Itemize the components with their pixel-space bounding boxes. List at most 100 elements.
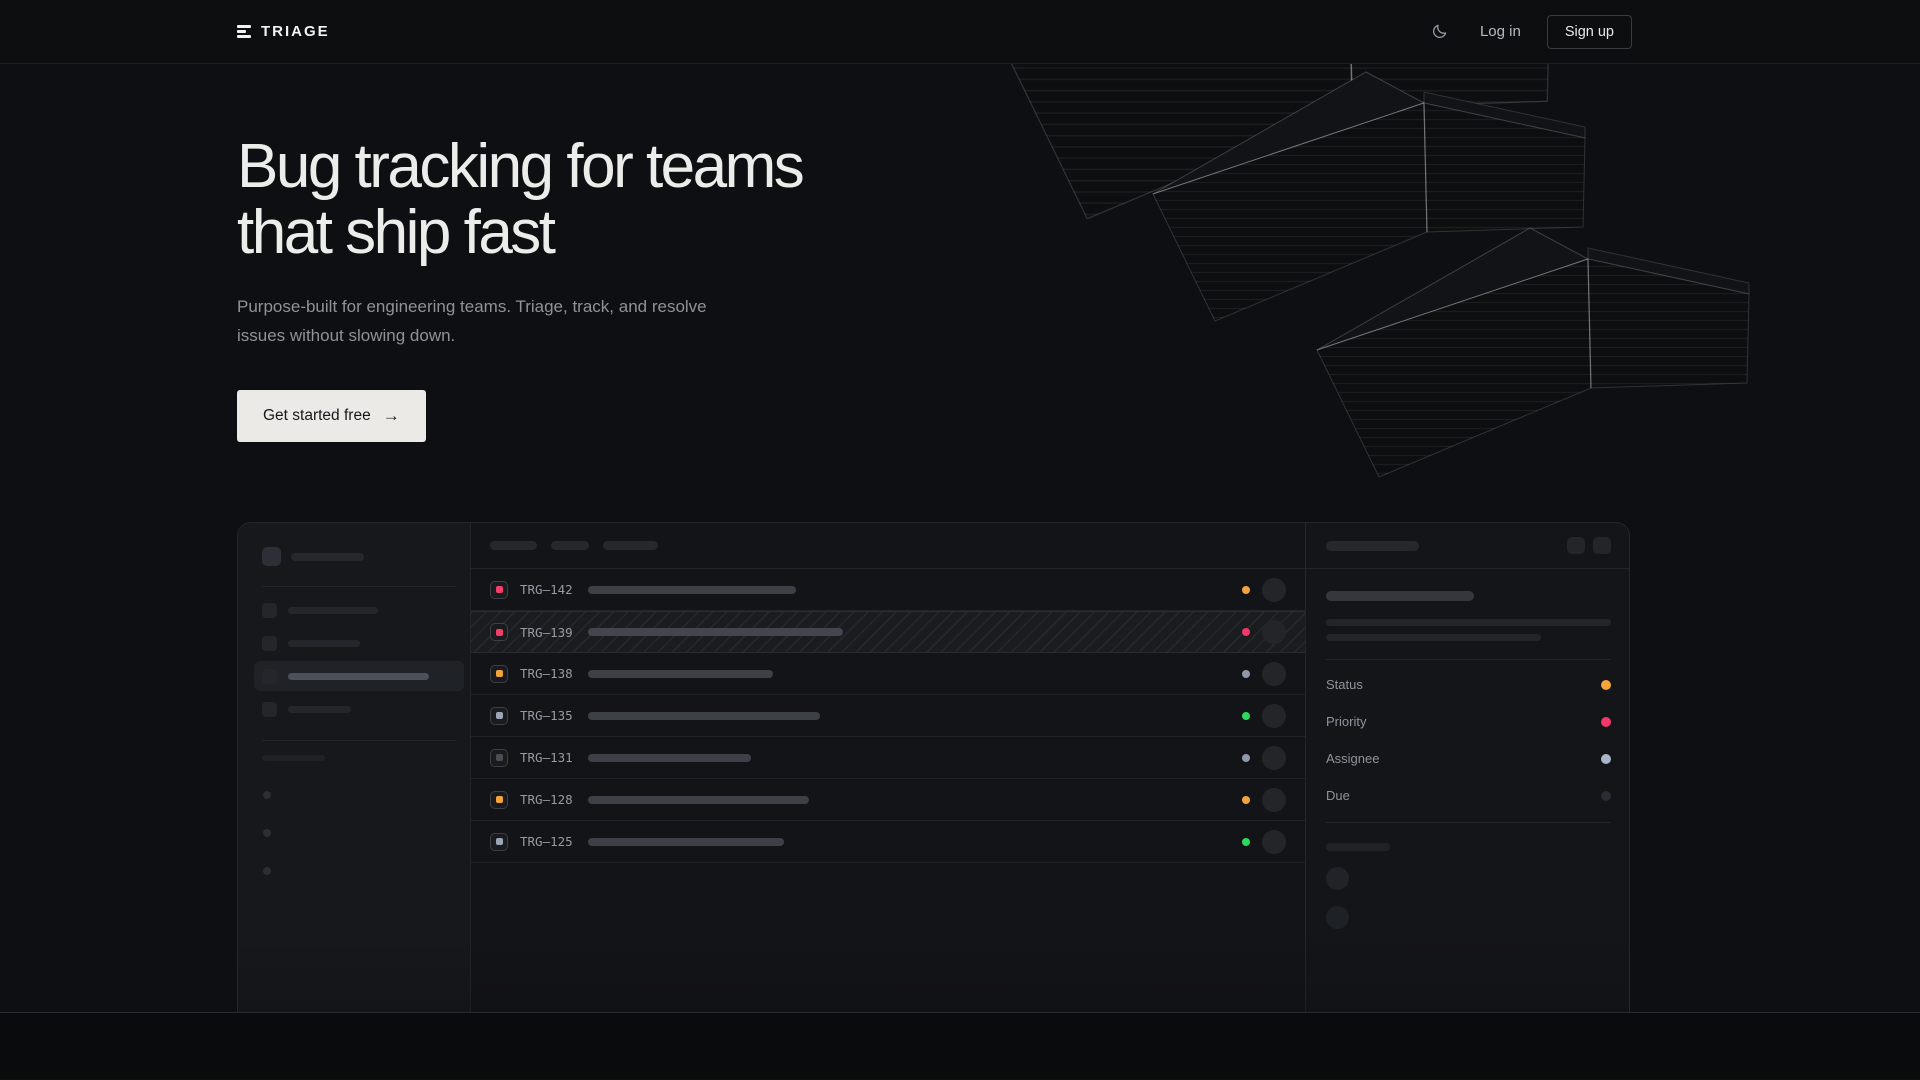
issue-row[interactable]: TRG–128 xyxy=(471,779,1305,821)
issue-title-skeleton xyxy=(588,837,784,846)
assignee-avatar xyxy=(1262,745,1286,770)
issue-row[interactable]: TRG–131 xyxy=(471,737,1305,779)
issue-title-skeleton xyxy=(588,795,809,804)
sidebar-item-skeleton xyxy=(288,639,360,647)
issue-id: TRG–128 xyxy=(520,792,573,807)
sidebar-item-icon xyxy=(262,635,277,651)
sidebar-item-2[interactable] xyxy=(254,628,464,658)
panel-action-button[interactable] xyxy=(1593,537,1611,554)
sidebar-item-icon xyxy=(262,701,277,717)
activity-avatar xyxy=(1326,867,1349,890)
priority-checkbox-icon[interactable] xyxy=(490,790,508,809)
assignee-avatar xyxy=(1262,661,1286,686)
workspace-switcher[interactable] xyxy=(262,547,456,566)
priority-checkbox-icon[interactable] xyxy=(490,664,508,683)
issue-title-skeleton xyxy=(588,628,843,636)
sidebar-item-skeleton xyxy=(288,705,351,713)
issue-id: TRG–139 xyxy=(520,624,573,640)
field-value-dot xyxy=(1601,679,1611,690)
log-in-link[interactable]: Log in xyxy=(1479,23,1521,40)
status-dot xyxy=(1242,585,1250,594)
workspace-avatar xyxy=(262,547,281,566)
divider xyxy=(1326,659,1611,660)
divider xyxy=(1326,822,1611,823)
field-value-dot xyxy=(1601,790,1611,801)
issue-title-skeleton xyxy=(588,585,796,594)
issue-row[interactable]: TRG–142 xyxy=(471,569,1305,611)
brand-name: TRIAGE xyxy=(261,23,330,40)
status-dot xyxy=(1242,795,1250,804)
priority-checkbox-icon[interactable] xyxy=(490,580,508,599)
status-dot xyxy=(1242,669,1250,678)
priority-checkbox-icon[interactable] xyxy=(490,623,508,641)
issue-title-skeleton xyxy=(588,711,820,720)
field-row-assignee[interactable]: Assignee xyxy=(1326,740,1611,777)
field-label: Status xyxy=(1326,677,1363,692)
brand[interactable]: TRIAGE xyxy=(237,23,330,40)
hero-subtitle: Purpose-built for engineering teams. Tri… xyxy=(237,297,707,345)
sidebar-item-skeleton xyxy=(288,672,429,680)
status-dot xyxy=(1242,753,1250,762)
filter-pill-skeleton[interactable] xyxy=(490,541,537,550)
panel-action-button[interactable] xyxy=(1567,537,1585,554)
get-started-button[interactable]: Get started free → xyxy=(237,390,426,442)
status-dot xyxy=(1242,837,1250,846)
status-dot xyxy=(1242,711,1250,720)
field-label: Assignee xyxy=(1326,751,1380,766)
issue-row[interactable]: TRG–135 xyxy=(471,695,1305,737)
sidebar-item-icon xyxy=(262,602,277,618)
field-row-status[interactable]: Status xyxy=(1326,666,1611,703)
activity-section-skeleton xyxy=(1326,843,1390,851)
preview-sidebar xyxy=(238,523,471,1012)
issue-row[interactable]: TRG–139 xyxy=(471,611,1305,653)
detail-header xyxy=(1306,523,1629,569)
sidebar-item-4[interactable] xyxy=(254,694,464,724)
issue-id: TRG–135 xyxy=(520,708,573,723)
sidebar-section-skeleton xyxy=(262,755,325,761)
hero-section: Bug tracking for teams that ship fast Pu… xyxy=(0,64,1920,1013)
detail-header-skeleton xyxy=(1326,540,1419,551)
sign-up-button[interactable]: Sign up xyxy=(1546,14,1632,49)
filter-pill-skeleton[interactable] xyxy=(551,541,589,550)
theme-toggle[interactable] xyxy=(1426,18,1454,46)
logo-icon xyxy=(237,25,251,38)
sidebar-dot xyxy=(263,867,271,875)
field-row-priority[interactable]: Priority xyxy=(1326,703,1611,740)
assignee-avatar xyxy=(1262,577,1286,602)
top-nav: TRIAGE Log in Sign up xyxy=(0,0,1920,64)
filter-pill-skeleton[interactable] xyxy=(603,541,658,550)
issue-row[interactable]: TRG–138 xyxy=(471,653,1305,695)
priority-checkbox-icon[interactable] xyxy=(490,748,508,767)
issue-id: TRG–125 xyxy=(520,834,573,849)
sidebar-item-3-active[interactable] xyxy=(254,661,464,691)
assignee-avatar xyxy=(1262,620,1286,644)
field-label: Due xyxy=(1326,788,1350,803)
field-row-due[interactable]: Due xyxy=(1326,777,1611,814)
workspace-name-skeleton xyxy=(291,552,364,561)
moon-icon xyxy=(1433,24,1447,38)
field-value-dot xyxy=(1601,716,1611,727)
issue-row[interactable]: TRG–125 xyxy=(471,821,1305,863)
list-header xyxy=(471,523,1305,569)
issue-description-skeleton xyxy=(1326,634,1541,641)
activity-avatar xyxy=(1326,906,1349,929)
assignee-avatar xyxy=(1262,829,1286,854)
divider xyxy=(262,586,456,587)
sidebar-item-1[interactable] xyxy=(254,595,464,625)
sidebar-dot xyxy=(263,829,271,837)
issue-id: TRG–131 xyxy=(520,750,573,765)
issue-id: TRG–138 xyxy=(520,666,573,681)
arrow-right-icon: → xyxy=(382,406,400,425)
issue-title-skeleton xyxy=(588,669,773,678)
priority-checkbox-icon[interactable] xyxy=(490,706,508,725)
sidebar-item-icon xyxy=(262,668,277,684)
sidebar-item-skeleton xyxy=(288,606,378,614)
assignee-avatar xyxy=(1262,787,1286,812)
priority-checkbox-icon[interactable] xyxy=(490,832,508,851)
footer-section xyxy=(0,1013,1920,1079)
